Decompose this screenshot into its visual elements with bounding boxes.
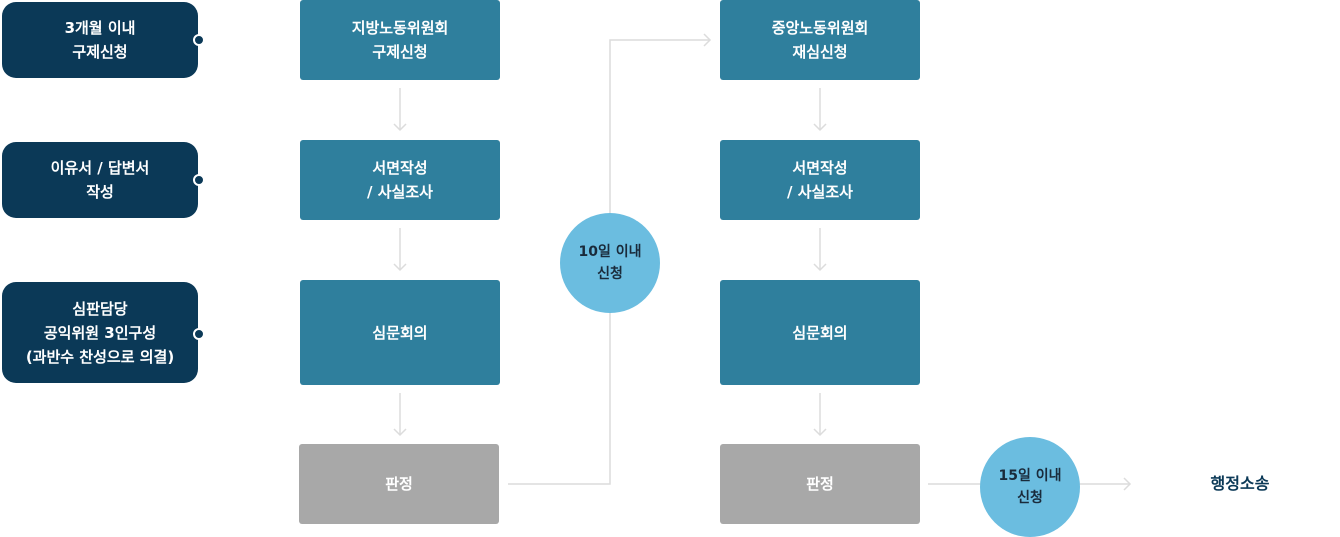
left-box-dot-3 (193, 328, 205, 340)
central-step-review-application: 중앙노동위원회 재심신청 (720, 0, 920, 80)
left-box-statement: 이유서 / 답변서 작성 (2, 142, 198, 218)
administrative-litigation-label: 행정소송 (1210, 474, 1270, 493)
central-verdict: 판정 (720, 444, 920, 524)
left-box-dot-2 (193, 174, 205, 186)
deadline-circle-15-days: 15일 이내 신청 (980, 437, 1080, 537)
deadline-circle-10-days: 10일 이내 신청 (560, 213, 660, 313)
regional-verdict: 판정 (299, 444, 499, 524)
regional-step-application: 지방노동위원회 구제신청 (300, 0, 500, 80)
central-step-hearing: 심문회의 (720, 280, 920, 385)
regional-step-investigation: 서면작성 / 사실조사 (300, 140, 500, 220)
left-box-application-deadline: 3개월 이내 구제신청 (2, 2, 198, 78)
left-box-panel-composition: 심판담당 공익위원 3인구성 (과반수 찬성으로 의결) (2, 282, 198, 383)
central-step-investigation: 서면작성 / 사실조사 (720, 140, 920, 220)
left-box-dot-1 (193, 34, 205, 46)
regional-step-hearing: 심문회의 (300, 280, 500, 385)
